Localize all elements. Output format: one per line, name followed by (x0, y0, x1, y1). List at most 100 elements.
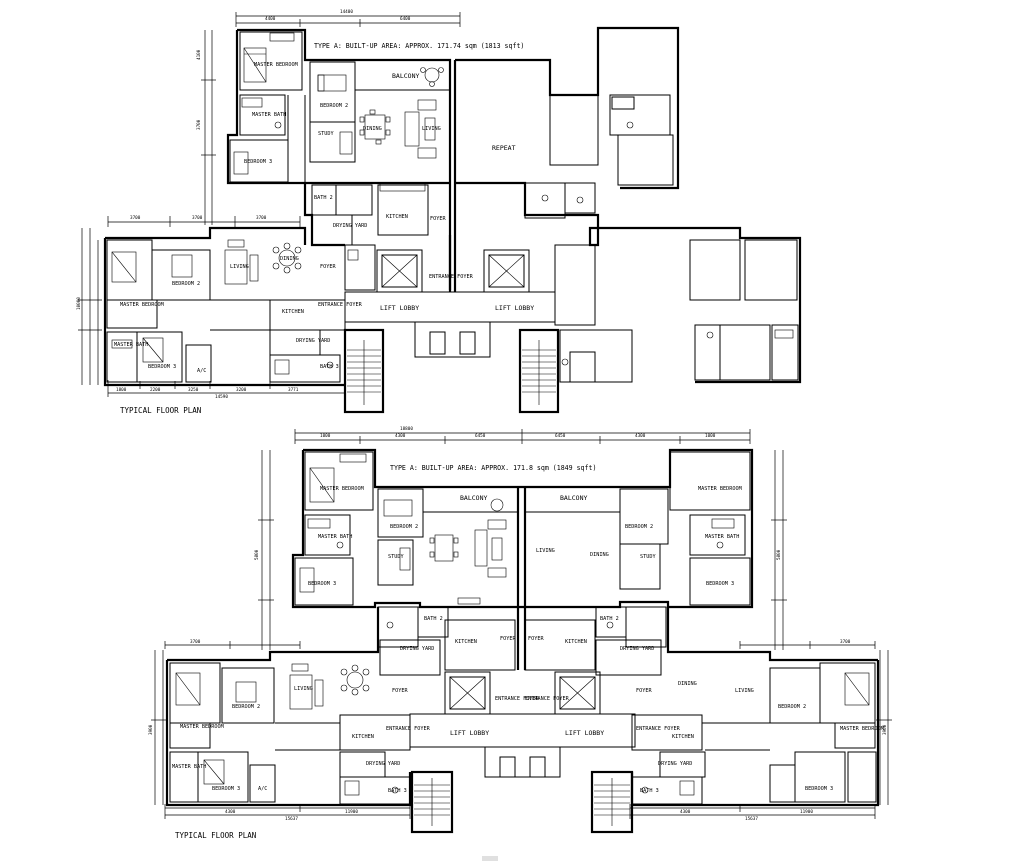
room-label: FOYER (636, 688, 652, 694)
dim-text: 5800 (254, 549, 260, 560)
room-label: MASTER BATH (705, 534, 739, 540)
room-label: KITCHEN (352, 734, 374, 740)
plan-1-left-dimensions: 10000 (76, 228, 102, 385)
room-label: LIFT LOBBY (495, 304, 534, 312)
dim-text: 4100 (196, 49, 202, 60)
room-label: BATH 2 (424, 616, 443, 622)
plan-title: TYPICAL FLOOR PLAN (175, 831, 256, 840)
room-label: FOYER (430, 216, 446, 222)
dim-text: 4300 (635, 433, 646, 439)
room-label: KITCHEN (565, 639, 587, 645)
room-label: BEDROOM 2 (625, 524, 653, 530)
dim-text: 6400 (400, 16, 411, 22)
dim-text: 1000 (320, 433, 331, 439)
room-label: DINING (280, 256, 299, 262)
room-label: MASTER BATH (318, 534, 352, 540)
room-label: ENTRANCE FOYER (386, 726, 431, 732)
dim-text: 3700 (196, 119, 202, 130)
room-label: BEDROOM 2 (390, 524, 418, 530)
plan-1-top-dimensions: 14400 4400 6400 (235, 9, 461, 27)
room-label: BATH 2 (314, 195, 333, 201)
dim-text: 15637 (745, 816, 758, 822)
room-label: ENTRANCE FOYER (495, 696, 540, 702)
dim-text: 4300 (680, 809, 691, 815)
room-label: BEDROOM 3 (805, 786, 833, 792)
room-label: BATH 3 (640, 788, 659, 794)
room-label: BEDROOM 3 (244, 159, 272, 165)
stair-treads-right (522, 349, 556, 393)
dim-text: 5800 (776, 549, 782, 560)
room-label: DRYING YARD (620, 646, 654, 652)
room-label: LIFT LOBBY (450, 729, 489, 737)
dim-text: 1000 (705, 433, 716, 439)
room-label: FOYER (528, 636, 544, 642)
dim-text: 3700 (256, 215, 267, 221)
room-label: ENTRANCE FOYER (318, 302, 363, 308)
dim-text: 11900 (345, 809, 358, 815)
plan-2-east-unit (630, 607, 880, 807)
dim-text: 11900 (800, 809, 813, 815)
dim-text: 3700 (840, 639, 851, 645)
dim-text: 14400 (340, 9, 353, 15)
dim-text: 3700 (190, 639, 201, 645)
room-label: KITCHEN (455, 639, 477, 645)
room-label: DRYING YARD (333, 223, 367, 229)
dim-text: 3900 (882, 724, 888, 735)
dim-text: 3900 (148, 724, 154, 735)
room-label: MASTER BEDROOM (254, 62, 298, 68)
room-label: MASTER BEDROOM (698, 486, 742, 492)
room-label: MASTER BATH (114, 342, 148, 348)
room-label: MASTER BEDROOM (180, 724, 224, 730)
room-label: BEDROOM 2 (172, 281, 200, 287)
room-label: BEDROOM 2 (232, 704, 260, 710)
room-label: BATH 2 (600, 616, 619, 622)
dim-text: 4400 (265, 16, 276, 22)
room-label: BEDROOM 3 (706, 581, 734, 587)
room-label: MASTER BEDROOM (120, 302, 164, 308)
area-note: TYPE A: BUILT-UP AREA: APPROX. 171.74 sq… (314, 42, 524, 50)
room-label: LIVING (422, 126, 441, 132)
stair-treads-left-2 (414, 784, 450, 816)
room-label: FOYER (500, 636, 516, 642)
plan-title: TYPICAL FLOOR PLAN (120, 406, 201, 415)
room-label: BALCONY (460, 494, 487, 502)
room-label: ENTRANCE FOYER (525, 696, 570, 702)
dim-text: 3700 (192, 215, 203, 221)
room-label: DINING (590, 552, 609, 558)
room-label: BEDROOM 2 (320, 103, 348, 109)
dim-text: 3200 (236, 387, 247, 393)
plan-1-mid-dimensions: 3700 3700 3700 (107, 215, 301, 227)
plan-1-west-unit (103, 226, 346, 387)
stair-treads-right-2 (594, 784, 630, 816)
plan-2-core (377, 597, 667, 834)
plan-1-upper-left-dimensions: 4100 3700 (196, 30, 216, 225)
room-label: DINING (363, 126, 382, 132)
plan-1-labels: TYPE A: BUILT-UP AREA: APPROX. 171.74 sq… (114, 42, 534, 415)
room-label: DRYING YARD (400, 646, 434, 652)
dim-text: 10000 (76, 297, 82, 310)
room-label: A/C (258, 786, 267, 792)
dim-text: 14590 (215, 394, 228, 400)
stair-treads-left (347, 349, 381, 393)
room-label: LIFT LOBBY (565, 729, 604, 737)
room-label: BALCONY (392, 72, 419, 80)
dim-text: 3700 (130, 215, 141, 221)
dim-text: 6450 (475, 433, 486, 439)
plan-2-side-dimensions: 5800 5800 3900 3900 3700 3700 (148, 450, 892, 805)
plan-2: 1000 4300 6450 6450 4300 1000 18800 5800… (148, 426, 892, 840)
room-label: MASTER BEDROOM (840, 726, 884, 732)
room-label: BEDROOM 2 (778, 704, 806, 710)
dim-text: 4300 (225, 809, 236, 815)
room-label: STUDY (388, 554, 404, 560)
room-label: DRYING YARD (658, 761, 692, 767)
room-label: BALCONY (560, 494, 587, 502)
room-label: STUDY (318, 131, 334, 137)
dim-text: 1800 (116, 387, 127, 393)
room-label: FOYER (320, 264, 336, 270)
dim-text: 6450 (555, 433, 566, 439)
dim-text: 4300 (395, 433, 406, 439)
room-label: LIVING (735, 688, 754, 694)
room-label: KITCHEN (672, 734, 694, 740)
area-note: TYPE A: BUILT-UP AREA: APPROX. 171.8 sqm… (390, 464, 596, 472)
dim-text: 2200 (150, 387, 161, 393)
